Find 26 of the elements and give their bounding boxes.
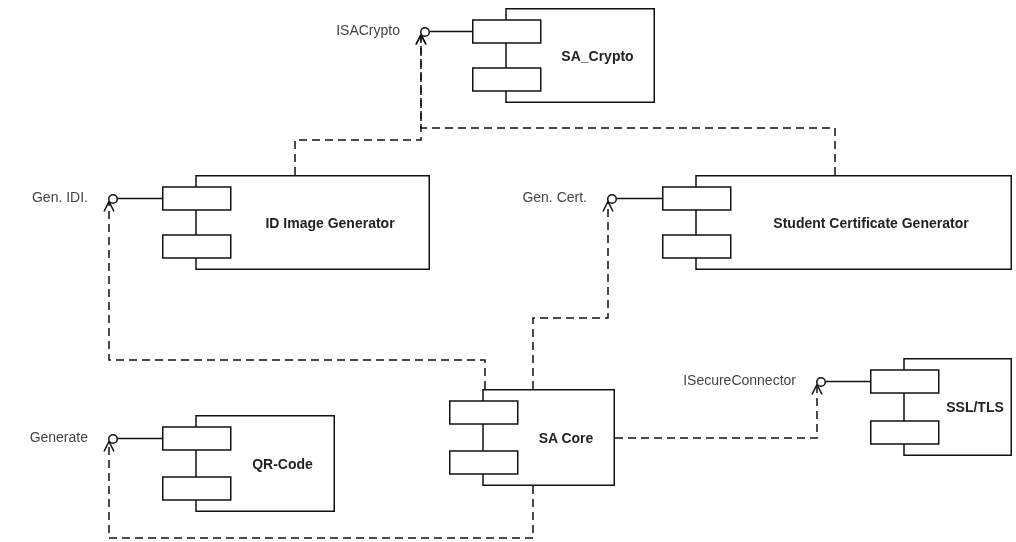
interface-label: Gen. Cert. bbox=[522, 188, 587, 205]
dependency-arrow bbox=[415, 33, 836, 176]
component-name: QR-Code bbox=[252, 455, 313, 472]
interface-circle bbox=[108, 433, 118, 444]
interface-label: ISecureConnector bbox=[683, 371, 796, 388]
interface-circle bbox=[607, 193, 617, 204]
interface-circle bbox=[108, 193, 118, 204]
connector-line bbox=[429, 30, 473, 33]
interface-label: Gen. IDI. bbox=[31, 188, 88, 205]
component-name: Student Certificate Generator bbox=[773, 214, 969, 231]
component-name: ID Image Generator bbox=[265, 214, 395, 231]
interface-label: Generate bbox=[29, 428, 88, 445]
dependency-arrow bbox=[103, 200, 486, 390]
dependency-arrow bbox=[103, 440, 534, 539]
interface-circle bbox=[420, 26, 430, 37]
connector-line bbox=[117, 197, 163, 200]
interface-circle bbox=[816, 376, 826, 387]
connector-line bbox=[117, 437, 163, 440]
connector-line bbox=[616, 197, 663, 200]
dependency-arrow bbox=[532, 200, 614, 390]
component-name: SA_Crypto bbox=[561, 47, 634, 64]
component-name: SA Core bbox=[538, 429, 594, 446]
interface-label: ISACrypto bbox=[336, 21, 400, 38]
component-name: SSL/TLS bbox=[946, 399, 1004, 415]
dependency-arrow bbox=[614, 383, 823, 439]
connector-line bbox=[825, 380, 871, 383]
